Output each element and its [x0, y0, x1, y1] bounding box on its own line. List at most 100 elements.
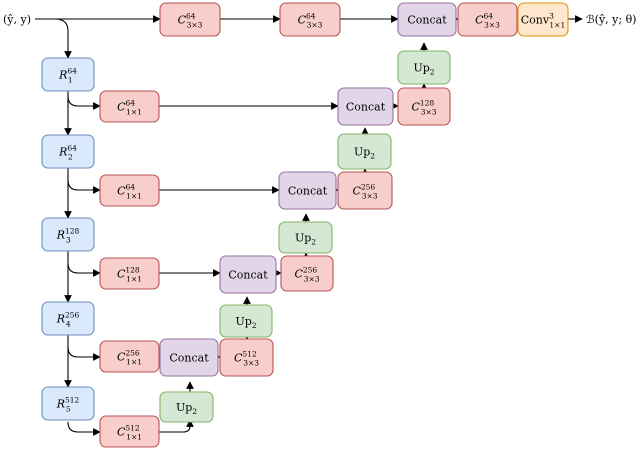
node-label: Up2 [235, 315, 256, 330]
node-label-base: C [117, 101, 126, 114]
node-label-base: Up [176, 401, 192, 414]
node-box [337, 87, 394, 126]
node-label-sup: 128 [125, 266, 140, 275]
node-box [159, 338, 219, 377]
edge-r5-to-skip5 [67, 421, 101, 436]
node-label-sup: 64 [186, 12, 196, 21]
node-label-base: C [117, 185, 126, 198]
node-box [99, 257, 160, 290]
node-label-base: R [58, 69, 67, 82]
node-label-base: C [352, 185, 361, 198]
node-box [337, 171, 393, 210]
node-label-sub: 3×3 [484, 21, 500, 30]
node-label-base: R [58, 146, 67, 159]
node-box [41, 386, 95, 421]
node-box [41, 57, 95, 92]
node-label-base: Up [295, 232, 311, 245]
edge-skip5-to-up5 [159, 419, 194, 433]
node-label: Concat [169, 352, 209, 365]
node-label: Concat [288, 185, 328, 198]
edge-r1-to-skip1 [67, 95, 101, 110]
node-box [279, 2, 341, 37]
node-box [41, 217, 95, 252]
node-label: Up2 [176, 401, 197, 416]
node-box [219, 255, 277, 294]
node-label-base: R [56, 398, 65, 411]
node-concat-top: Concat [397, 2, 457, 37]
node-label-sub: 1×1 [126, 358, 142, 367]
node-label-sup: 512 [65, 396, 80, 405]
node-label-base: C [117, 351, 126, 364]
node-label-sub: 2 [68, 153, 73, 162]
node-label-base: C [294, 268, 303, 281]
output-label: ℬ(ŷ, y; θ) [586, 13, 636, 26]
node-label-sub: 2 [192, 407, 197, 416]
node-label-base: Up [354, 146, 370, 159]
node-label: Concat [228, 269, 268, 282]
node-box [99, 174, 160, 207]
node-label-sup: 64 [306, 12, 316, 21]
node-up-2: Up2 [337, 133, 392, 170]
node-label-base: Up [235, 315, 251, 328]
node-label-base: C [298, 14, 307, 27]
node-label-sub: 1×1 [126, 433, 142, 442]
node-label-sub: 2 [311, 238, 316, 247]
node-label-sub: 3×3 [421, 108, 437, 117]
node-label-sup: 64 [126, 183, 136, 192]
node-label-sup: 256 [361, 183, 376, 192]
node-box [278, 221, 333, 254]
node-box [99, 90, 160, 123]
node-concat-3: Concat [278, 171, 337, 210]
node-up-3: Up2 [278, 221, 333, 254]
node-up-top: Up2 [397, 50, 451, 85]
node-label-base: C [411, 101, 420, 114]
node-label-sup: 64 [484, 12, 494, 21]
node-box [41, 134, 95, 169]
node-label-base: R [56, 229, 65, 242]
node-label-sup: 512 [242, 350, 257, 359]
node-label-sup: 512 [125, 424, 140, 433]
node-box [278, 171, 337, 210]
node-concat-4: Concat [219, 255, 277, 294]
node-box [41, 301, 95, 336]
node-label-sub: 5 [66, 405, 71, 414]
node-label-sub: 3×3 [243, 359, 259, 368]
node-label-sub: 4 [66, 320, 71, 329]
node-label-sub: 1×1 [126, 275, 142, 284]
node-label-base: Up [413, 62, 429, 75]
node-label: Concat [407, 14, 447, 27]
node-box [280, 255, 334, 292]
node-box [219, 304, 273, 338]
node-label-base: C [117, 426, 126, 439]
node-box [337, 133, 392, 170]
node-concat-2: Concat [337, 87, 394, 126]
node-box [159, 391, 214, 423]
node-label: Concat [346, 101, 386, 114]
node-label-sub: 1×1 [126, 108, 142, 117]
input-label: (ŷ, y) [3, 13, 31, 26]
